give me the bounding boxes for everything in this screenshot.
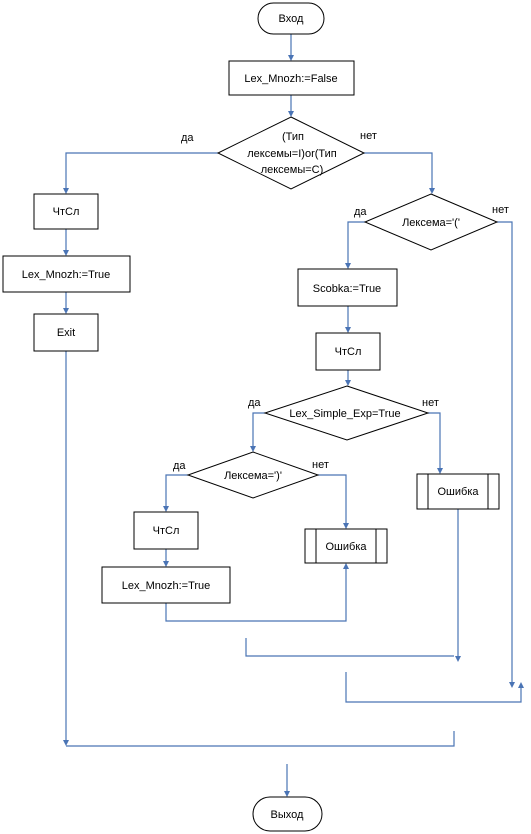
read-mid-label: ЧтСл [335, 346, 362, 358]
arrowhead-icon [63, 740, 69, 746]
assign-true-left-process: Lex_Mnozh:=True [2, 255, 131, 293]
arrowhead-icon [163, 506, 169, 512]
cond-type-decision: (Тип лексемы=I)or(Тип лексемы=C) [216, 116, 366, 190]
cond-type-line-2: лексемы=I)or(Тип [247, 148, 337, 160]
arrowhead-icon [288, 111, 294, 117]
cond-simple-exp-label: Lex_Simple_Exp=True [289, 408, 400, 420]
exit-label: Exit [57, 327, 75, 339]
error-inner-subprocess: Ошибка [304, 528, 388, 564]
flow-cond-no-right [364, 152, 433, 188]
end-terminal: Выход [252, 796, 323, 832]
cond-paren-open-no-label: нет [492, 204, 509, 216]
read-inner-process: ЧтСл [133, 511, 199, 550]
cond-type-line-3: лексемы=C) [261, 164, 324, 176]
cond-type-no-label: нет [360, 130, 377, 142]
assign-false-process: Lex_Mnozh:=False [228, 60, 355, 96]
cond-type-yes-label: да [181, 132, 194, 144]
read-mid-process: ЧтСл [315, 332, 381, 371]
assign-true-inner-label: Lex_Mnozh:=True [122, 580, 211, 592]
read-left-process: ЧтСл [33, 193, 99, 230]
cond-paren-open-label: Лексема='(' [402, 217, 460, 229]
cond-paren-open-yes-label: да [354, 206, 367, 218]
cond-simple-exp-yes-label: да [248, 397, 261, 409]
error-outer-label: Ошибка [438, 486, 480, 498]
cond-simple-exp-decision: Lex_Simple_Exp=True [263, 385, 430, 441]
exit-process: Exit [33, 313, 99, 352]
assign-false-label: Lex_Mnozh:=False [244, 73, 337, 85]
flow-cond-yes-left [65, 152, 218, 188]
assign-true-inner-process: Lex_Mnozh:=True [101, 566, 231, 604]
arrowhead-icon [455, 656, 461, 662]
cond-paren-open-decision: Лексема='(' [363, 193, 499, 251]
arrowhead-icon [288, 55, 294, 61]
assign-true-left-label: Lex_Mnozh:=True [22, 269, 111, 281]
arrowhead-icon [509, 682, 515, 688]
arrowhead-icon [163, 561, 169, 567]
flow-merge-1 [245, 638, 454, 657]
error-inner-label: Ошибка [326, 541, 368, 553]
flow-close-no [318, 474, 347, 523]
flow-merge-final [66, 731, 455, 747]
arrowhead-icon [345, 263, 351, 269]
start-terminal: Вход [257, 2, 325, 35]
read-inner-label: ЧтСл [153, 525, 180, 537]
arrowhead-icon [63, 308, 69, 314]
read-left-label: ЧтСл [53, 206, 80, 218]
flow-paren-yes [347, 221, 365, 263]
cond-simple-exp-no-label: нет [422, 397, 439, 409]
assign-scobka-label: Scobka:=True [313, 283, 381, 295]
arrowhead-icon [63, 188, 69, 194]
cond-paren-close-yes-label: да [173, 460, 186, 472]
arrowhead-icon [345, 380, 351, 386]
cond-paren-close-label: Лексема=')' [224, 470, 282, 482]
flow-simple-yes [252, 412, 265, 446]
arrowhead-icon [250, 446, 256, 452]
arrowhead-icon [63, 250, 69, 256]
flow-paren-no [497, 221, 513, 682]
end-label: Выход [271, 809, 304, 821]
flow-close-yes [165, 474, 188, 506]
assign-scobka-process: Scobka:=True [297, 268, 398, 307]
connectors [63, 34, 524, 797]
flow-assign-inner-loop [165, 569, 347, 622]
arrowhead-icon [284, 791, 290, 797]
arrowhead-icon [518, 682, 524, 688]
flow-merge-2 [345, 672, 522, 703]
error-outer-subprocess: Ошибка [416, 473, 500, 510]
arrowhead-icon [345, 327, 351, 333]
arrowhead-icon [437, 468, 443, 474]
cond-paren-close-no-label: нет [312, 459, 329, 471]
arrowhead-icon [429, 188, 435, 194]
cond-paren-close-decision: Лексема=')' [186, 451, 320, 499]
cond-type-line-1: (Тип [282, 131, 304, 143]
start-label: Вход [279, 13, 304, 25]
arrowhead-icon [343, 563, 349, 569]
arrowhead-icon [343, 523, 349, 529]
flow-simple-no [428, 412, 441, 468]
